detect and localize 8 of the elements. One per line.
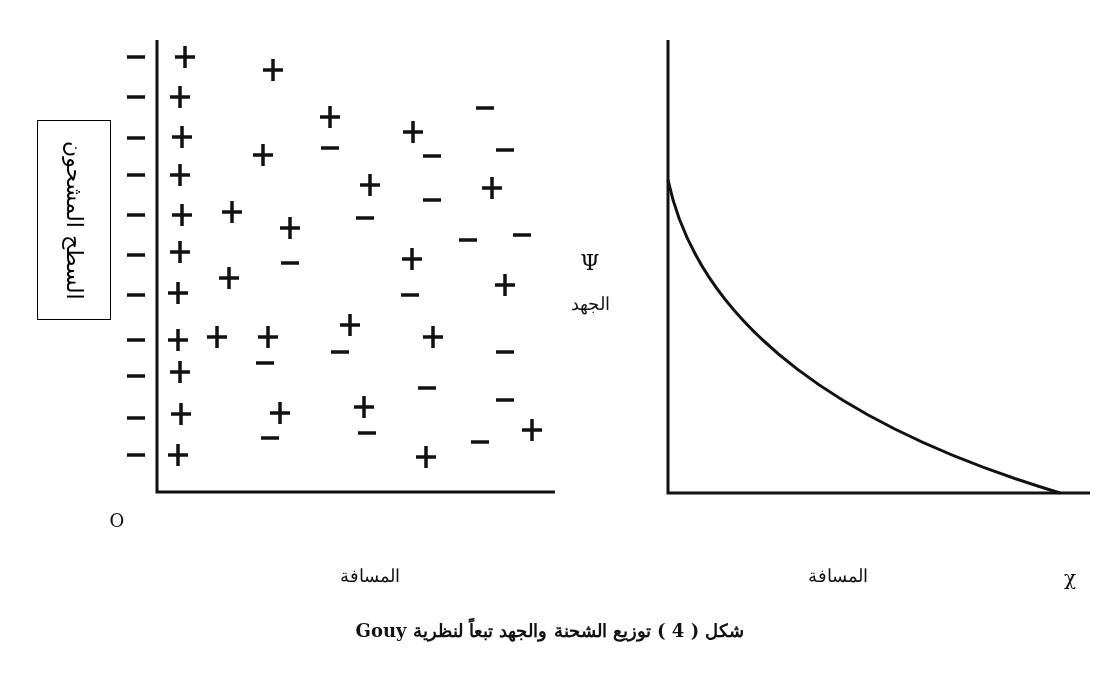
figure-caption: شكل ( 4 ) توزيع الشحنة والجهد تبعاً لنظرية Gouy [354,620,746,641]
axis-label: المسافة [340,564,400,586]
symbol-label: χ [1063,566,1077,590]
axis-label: المسافة [808,564,868,586]
origin-label: O [109,509,125,531]
axis-label: الجهد [570,292,610,314]
symbol-label: Ψ [580,249,600,275]
charged-surface-box: السطح المشحون [37,120,111,320]
